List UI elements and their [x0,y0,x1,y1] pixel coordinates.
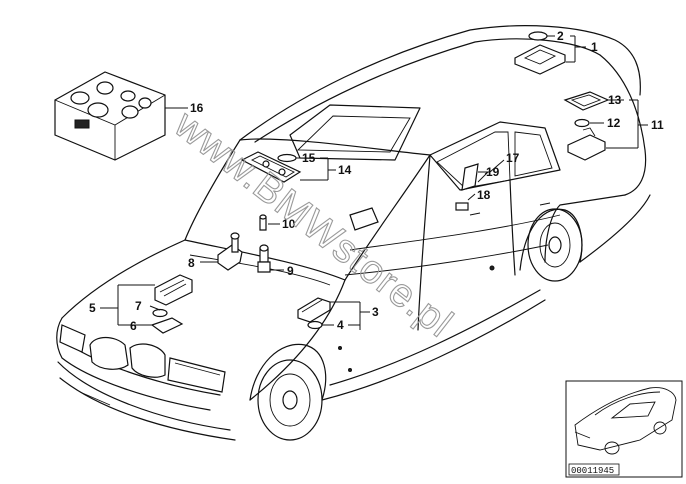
callout-5: 5 [89,301,96,315]
callout-11: 11 [651,118,664,132]
callout-19: 19 [486,165,500,179]
callout-10: 10 [282,217,296,231]
callout-16: 16 [190,101,204,115]
thumbnail-car-icon [574,387,677,455]
part-10-bulb [259,214,267,231]
callout-6: 6 [130,319,137,333]
part-11-13-luggage-light [563,91,610,161]
callout-17: 17 [506,151,520,165]
part-1-2-trunk-light [514,31,566,75]
thumbnail-box: 00011945 [565,380,683,478]
thumbnail-ref-number: 00011945 [571,466,614,476]
callouts: 1 2 3 4 5 6 7 8 9 10 11 12 13 14 15 16 1… [89,29,664,333]
part-9-bulb-socket [257,244,271,273]
leader-lines [100,35,648,330]
callout-8: 8 [188,256,195,270]
callout-9: 9 [287,264,294,278]
part-8-socket [217,232,243,271]
car-outline [56,25,651,441]
callout-14: 14 [338,163,352,177]
part-3-4-footwell-light [297,297,331,330]
callout-18: 18 [477,188,491,202]
callout-7: 7 [135,299,142,313]
part-14-15-interior-light [240,151,302,183]
callout-1: 1 [591,40,598,54]
callout-13: 13 [608,93,622,107]
callout-2: 2 [557,29,564,43]
callout-3: 3 [372,305,379,319]
callout-15: 15 [302,151,316,165]
callout-12: 12 [607,116,621,130]
part-5-7-6-glovebox-light [150,274,193,334]
part-17-19-18-door-light [455,163,489,211]
callout-4: 4 [337,318,344,332]
part-16-bulb-kit-box [54,71,166,161]
